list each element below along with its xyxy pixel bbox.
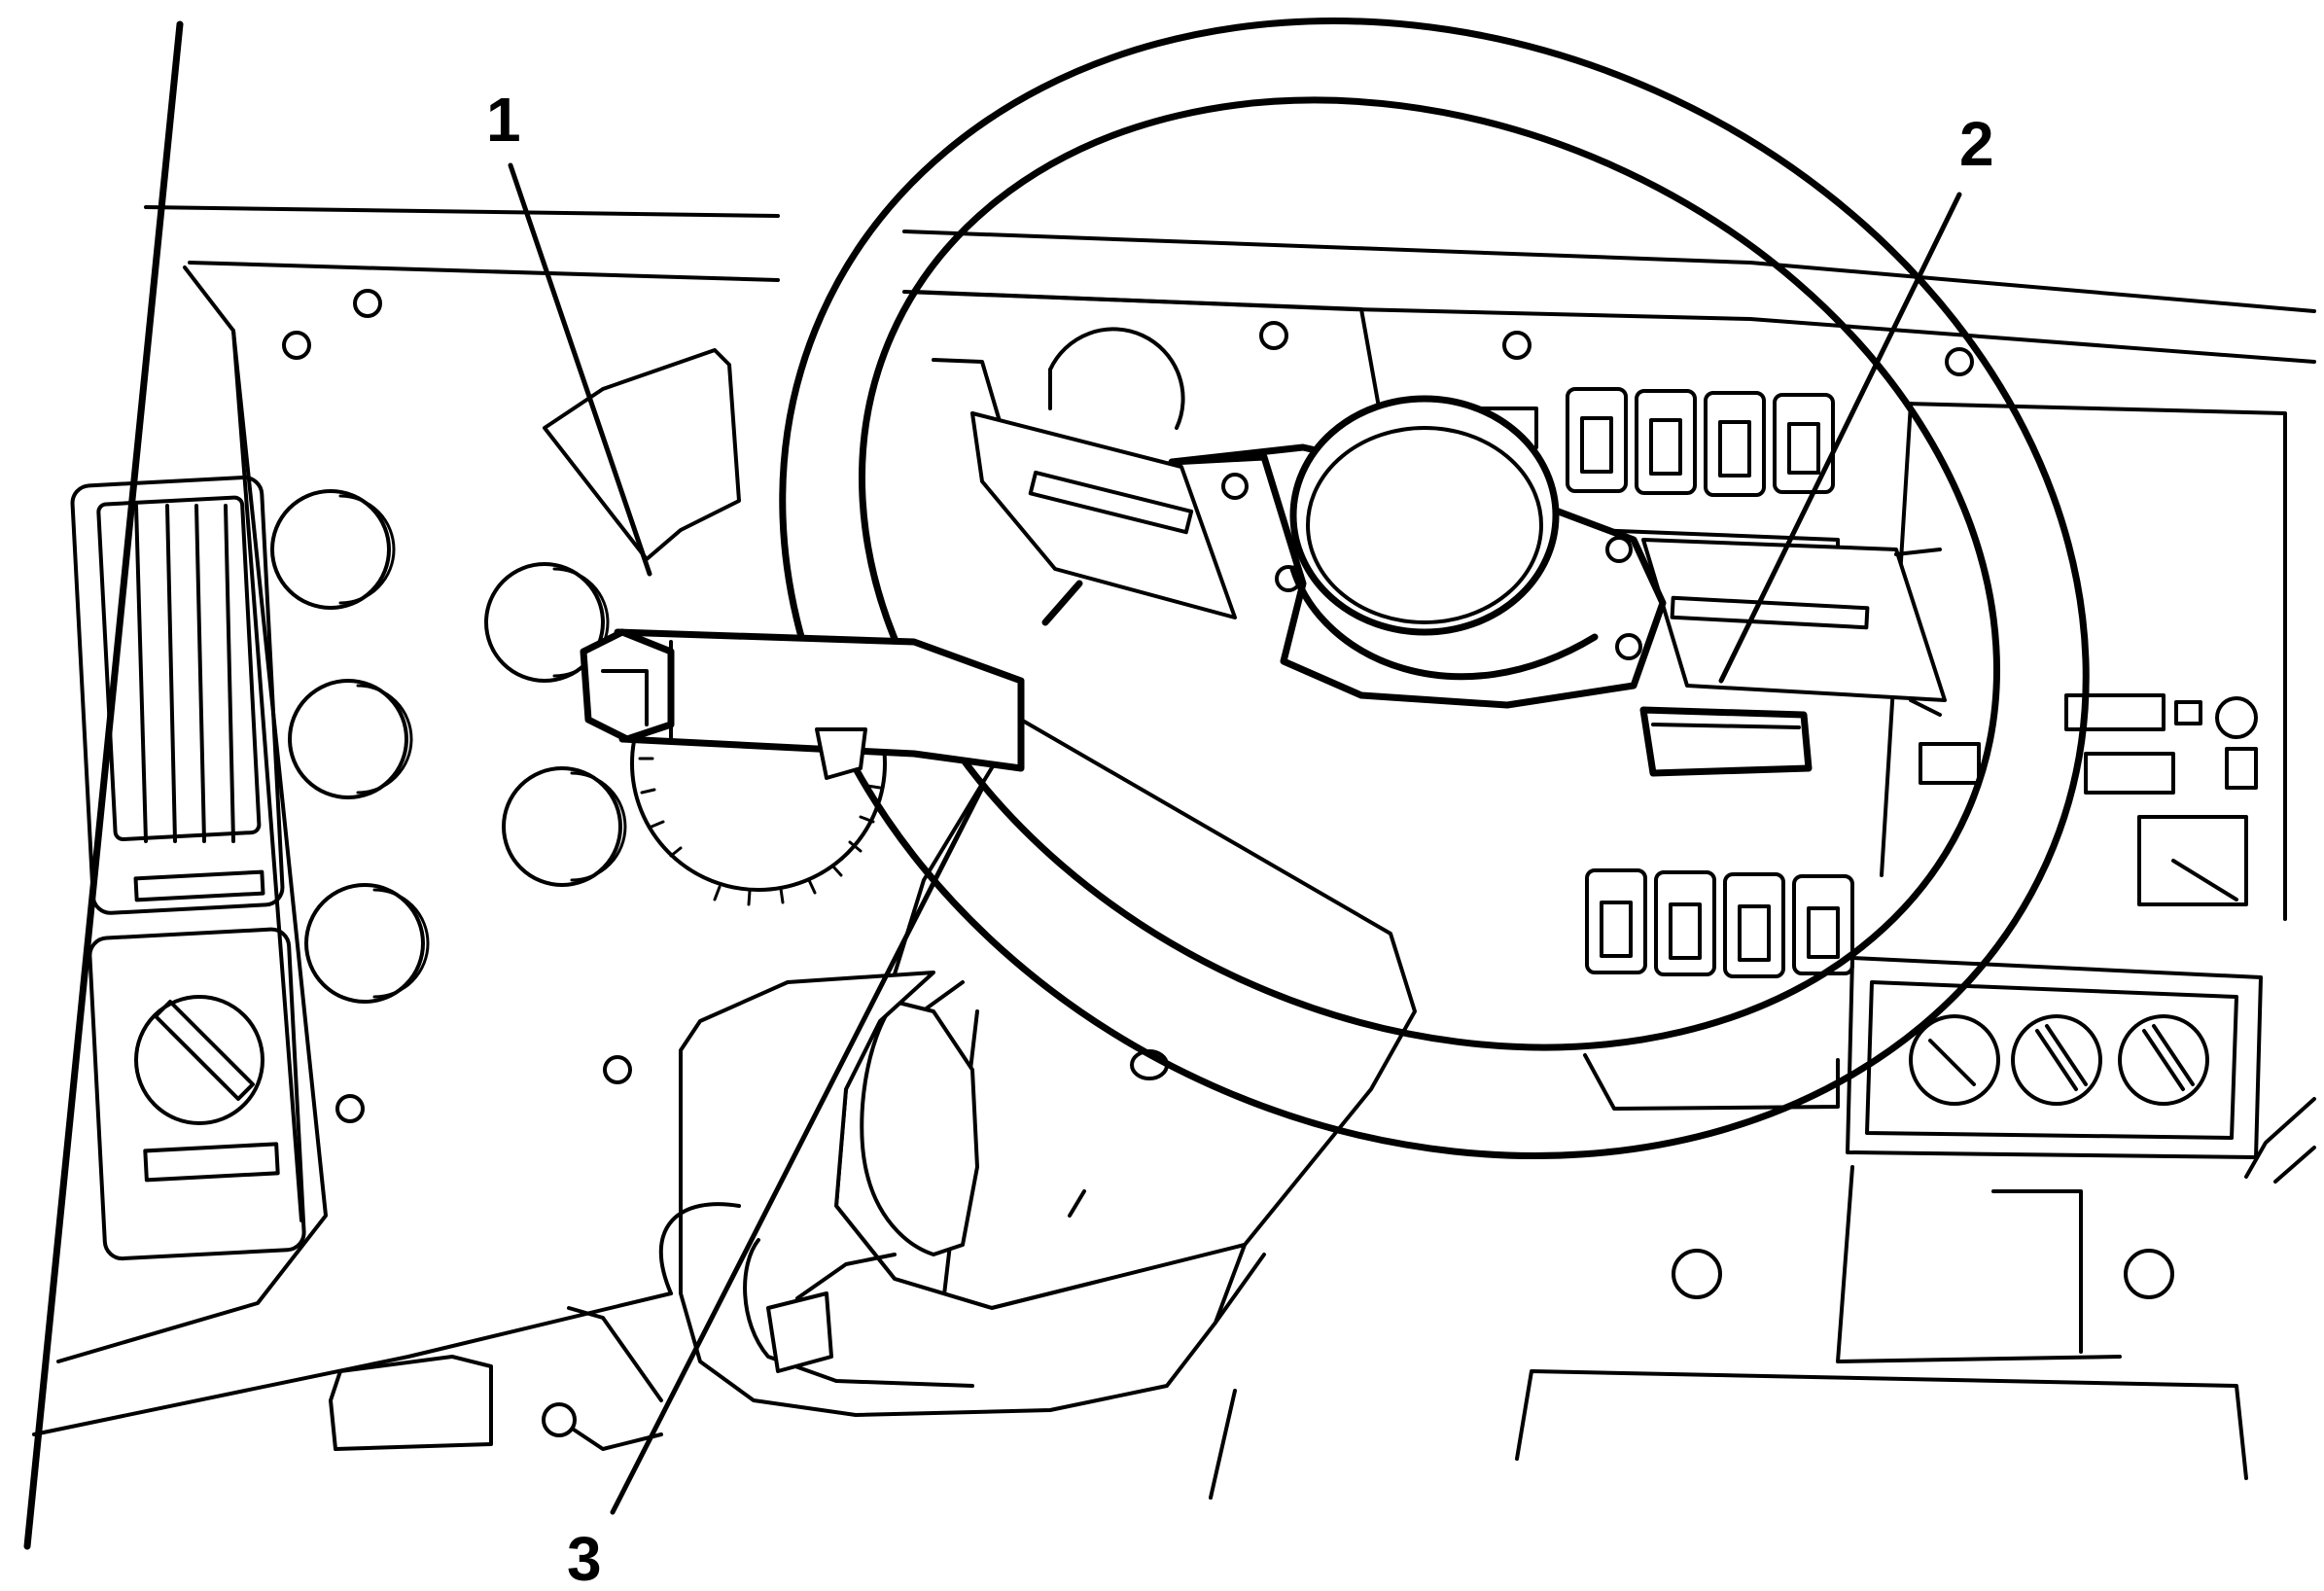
leader-line-2 xyxy=(1718,192,1962,684)
column-bracket xyxy=(329,1306,663,1451)
leader-line-3 xyxy=(610,785,985,1515)
leader-line-1 xyxy=(508,162,652,577)
callout-1: 1 xyxy=(486,85,521,155)
center-panel xyxy=(902,290,1974,449)
turn-signal-lever xyxy=(580,628,1025,780)
wiper-lever xyxy=(1639,706,1813,777)
steering-wheel xyxy=(779,17,2090,1160)
left-vent-panel xyxy=(56,265,328,1363)
leader-lines xyxy=(508,162,1962,1515)
lower-right-panel xyxy=(1209,1165,2248,1500)
lower-switch-bank xyxy=(1583,868,1854,1111)
left-rotary-knob-icon xyxy=(134,995,264,1125)
steering-column-shroud xyxy=(658,718,1417,1417)
callout-2: 2 xyxy=(1959,109,1994,179)
right-panel xyxy=(1846,402,2316,1184)
callout-3: 3 xyxy=(567,1524,602,1591)
right-rotary-knob-icon xyxy=(1909,1014,2209,1106)
gauge-cluster xyxy=(270,289,887,1123)
